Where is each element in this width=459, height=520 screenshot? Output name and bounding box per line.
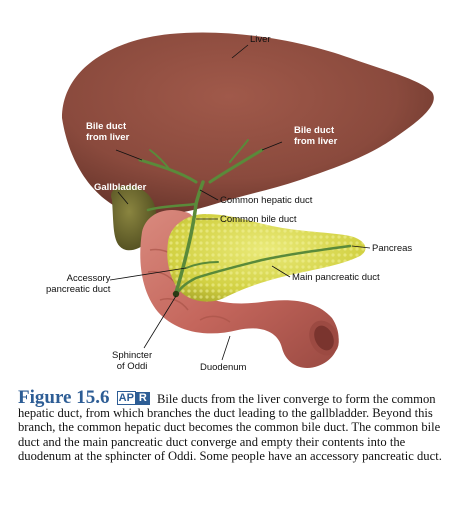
- label-bile-duct-right-line2: from liver: [294, 136, 338, 147]
- anatomy-illustration: [62, 32, 434, 368]
- label-gallbladder: Gallbladder: [94, 182, 147, 193]
- sphincter-of-oddi-marker: [172, 290, 180, 298]
- r-badge: R: [135, 392, 150, 405]
- bile-duct-system: [138, 139, 352, 294]
- common-hepatic-duct-path: [194, 180, 205, 206]
- right-hepatic-duct: [208, 148, 264, 184]
- label-duodenum: Duodenum: [200, 362, 247, 373]
- label-pancreas: Pancreas: [372, 243, 413, 254]
- label-common-hepatic-duct: Common hepatic duct: [220, 195, 313, 206]
- label-main-pancreatic-duct: Main pancreatic duct: [292, 272, 380, 283]
- right-hepatic-branch: [229, 139, 249, 163]
- figure-number: Figure 15.6: [18, 387, 110, 408]
- ap-badge: AP: [116, 391, 136, 405]
- label-bile-duct-left-line2: from liver: [86, 132, 130, 143]
- label-bile-duct-left-line1: Bile duct: [86, 121, 127, 132]
- label-sphincter-of-oddi: Sphincter of Oddi: [112, 350, 152, 372]
- leader-lines: [109, 44, 371, 361]
- duodenum-lumen: [314, 325, 334, 351]
- accessory-pancreatic-duct-path: [185, 261, 219, 269]
- label-sphincter-line2: of Oddi: [116, 361, 148, 372]
- cystic-duct: [146, 202, 198, 212]
- liver-shape: [62, 32, 434, 216]
- label-bile-duct-left: Bile duct from liver: [86, 121, 129, 143]
- label-accessory-line1: Accessory: [66, 273, 111, 284]
- label-bile-duct-right-line1: Bile duct: [294, 125, 335, 136]
- label-sphincter-line1: Sphincter: [112, 350, 153, 361]
- pancreas-texture: [167, 214, 366, 302]
- duodenum-shape: [140, 210, 339, 368]
- label-accessory-line2: pancreatic duct: [46, 284, 111, 295]
- label-accessory-pancreatic-duct: Accessory pancreatic duct: [46, 273, 110, 295]
- main-pancreatic-duct-path: [176, 244, 352, 294]
- common-bile-duct-path: [174, 202, 198, 294]
- left-hepatic-branch: [149, 149, 171, 171]
- caption-text: Bile ducts from the liver converge to fo…: [18, 392, 442, 463]
- label-common-bile-duct: Common bile duct: [220, 214, 297, 225]
- label-liver: Liver: [250, 34, 271, 45]
- duodenum-folds: [147, 248, 231, 323]
- label-bile-duct-right: Bile duct from liver: [294, 125, 337, 147]
